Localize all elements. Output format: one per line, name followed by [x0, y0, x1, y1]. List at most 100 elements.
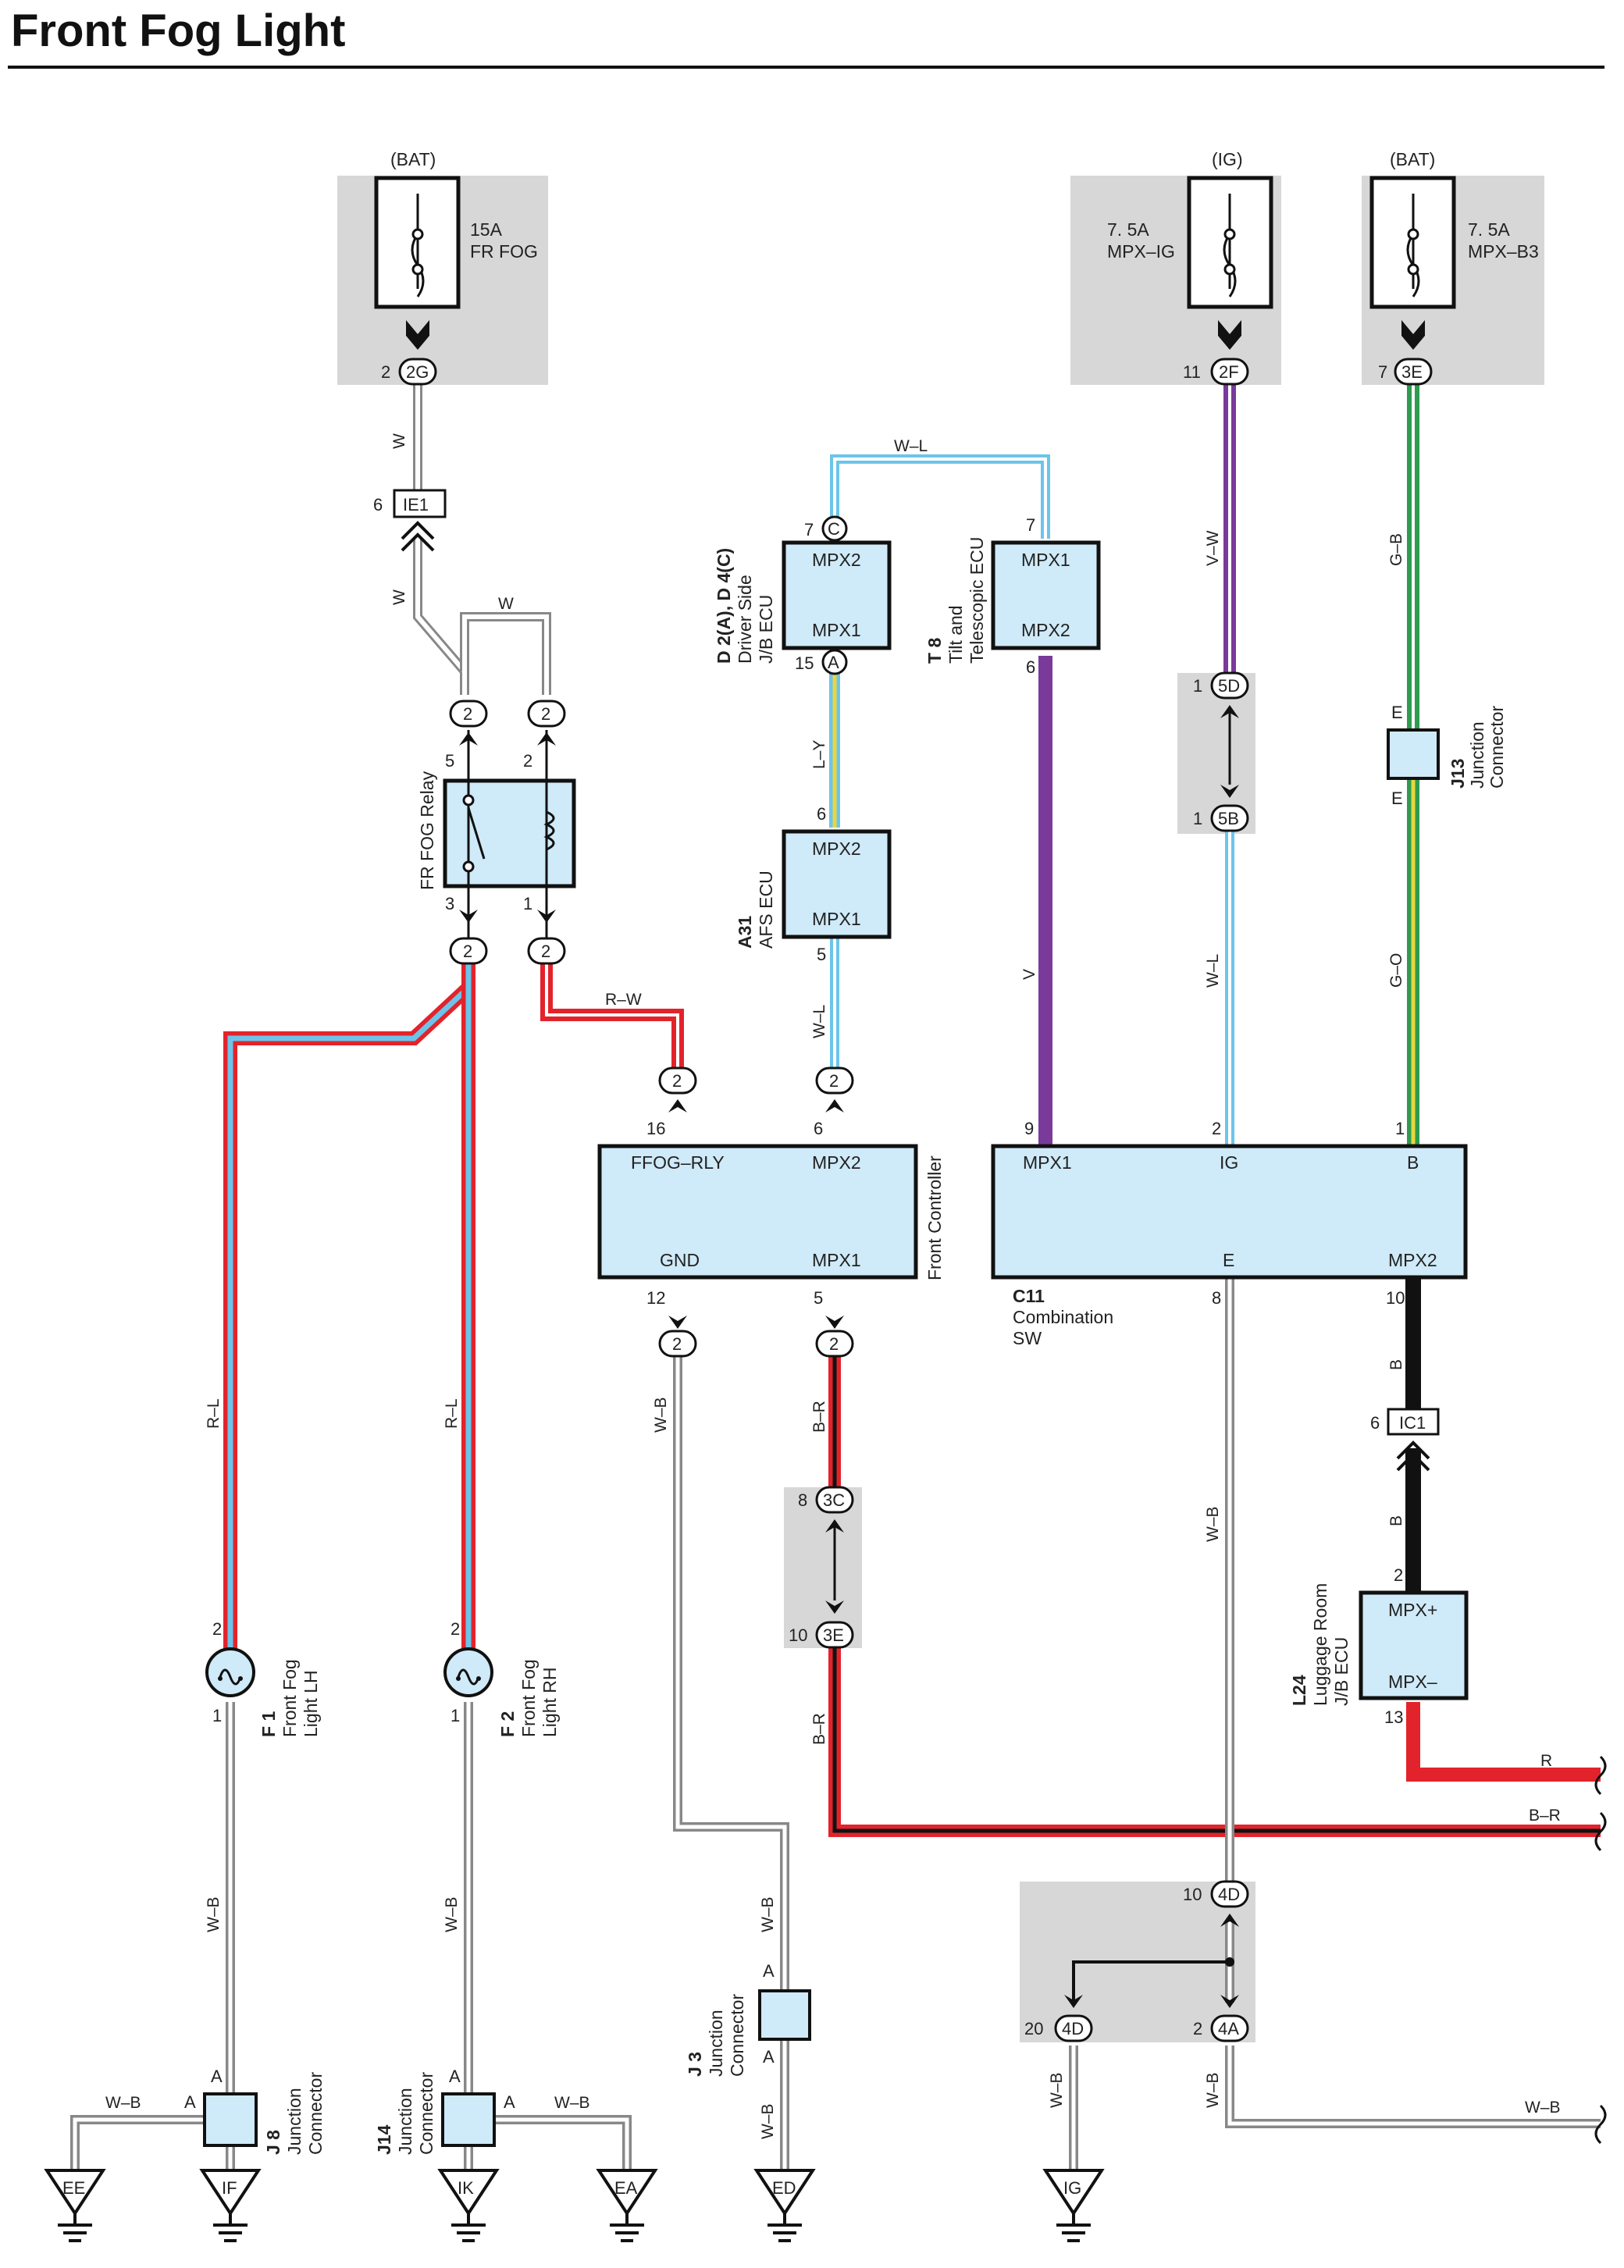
s4d-bot-pin: 20: [1024, 2019, 1043, 2038]
c11-num-9: 9: [1024, 1119, 1034, 1138]
wire-label-r-l-2: R–L: [443, 1398, 461, 1429]
wire-label-b-r-3: B–R: [1529, 1807, 1561, 1825]
front-num-6: 6: [814, 1119, 823, 1138]
splice-4d-4a: [1054, 1880, 1249, 2042]
fuse-mpx-b3-conn: 3E: [1401, 362, 1423, 382]
front-pin-ffog-rly: FFOG–RLY: [631, 1152, 725, 1173]
wire-label-w-b-4: W–B: [554, 2094, 590, 2112]
j13-code: J13: [1448, 759, 1468, 789]
c11-name1: Combination: [1013, 1307, 1113, 1327]
c11-num-10: 10: [1386, 1288, 1405, 1308]
wire-label-w-b-9: W–B: [1048, 2072, 1066, 2108]
s5b-conn: 5B: [1218, 809, 1239, 828]
ecu-l24-box: [1359, 1590, 1469, 1700]
c11-pin-mpx1: MPX1: [1023, 1152, 1072, 1173]
wire-label-w-l-ig: W–L: [1204, 954, 1222, 988]
relay-conn-2: 2: [541, 704, 550, 724]
ecu-t8-name2: Telescopic ECU: [967, 537, 987, 664]
j14-pin-right: A: [504, 2092, 515, 2112]
j13-pin-top: E: [1391, 703, 1403, 722]
wire-w-b-lights-core: [73, 1702, 629, 2170]
wire-label-w-b-10: W–B: [1204, 2072, 1222, 2108]
wire-w-b-gnd: [673, 1355, 789, 2170]
front-num-12: 12: [646, 1288, 665, 1308]
j14-code: J14: [374, 2124, 394, 2155]
ecu-t8-pin-bot: 6: [1026, 657, 1035, 677]
j14-pin-top: A: [449, 2067, 461, 2086]
ic1-pin: 6: [1370, 1413, 1380, 1433]
wire-label-g-o: G–O: [1387, 953, 1405, 988]
wire-w-l-loop: [830, 454, 1050, 539]
j8-name2: Connector: [305, 2072, 326, 2155]
f1-pin-bot: 1: [212, 1706, 222, 1725]
ecu-d2-conn-top: [821, 515, 848, 542]
ecu-a31-code: A31: [735, 916, 755, 949]
junction-j3: [758, 1989, 811, 2041]
wire-r-l-f1: [223, 964, 475, 1651]
fuse-mpx-ig-pin: 11: [1183, 362, 1201, 382]
s4d-top-pin: 10: [1183, 1885, 1202, 1904]
ecu-a31-pin-top: 6: [817, 804, 826, 824]
c11-num-1: 1: [1395, 1119, 1405, 1138]
wire-label-w-b-6: W–B: [759, 1896, 777, 1932]
c11-pin-e: E: [1223, 1250, 1234, 1270]
j8-name1: Junction: [284, 2088, 304, 2155]
ecu-t8-code: T 8: [924, 638, 945, 664]
s4d-top-conn: 4D: [1218, 1885, 1240, 1904]
fuse-mpx-ig-conn: 2F: [1219, 362, 1239, 382]
c11-box: [991, 1144, 1468, 1280]
fog-light-f1: [205, 1647, 255, 1697]
j14-name1: Junction: [395, 2088, 415, 2155]
c11-pin-mpx2: MPX2: [1388, 1250, 1437, 1270]
relay-pin-5: 5: [445, 751, 454, 771]
wire-w: [413, 385, 551, 695]
wire-label-w-b-3: W–B: [105, 2094, 141, 2112]
ground-ed: ED: [772, 2178, 796, 2198]
relay-conn-1: 2: [463, 704, 472, 724]
c11-pin-b: B: [1407, 1152, 1419, 1173]
ecu-d2-bottom: MPX1: [812, 620, 861, 640]
s4d-bot-conn: 4D: [1062, 2019, 1084, 2038]
wire-label-b-2: B: [1387, 1515, 1405, 1526]
ecu-d2-pin-top: 7: [804, 520, 814, 539]
page-title: Front Fog Light: [11, 5, 346, 56]
front-conn-1: 2: [672, 1071, 682, 1091]
wire-label-w-b-11: W–B: [1525, 2099, 1561, 2117]
j13-name2: Connector: [1487, 706, 1507, 789]
wire-label-r: R: [1540, 1752, 1552, 1770]
wire-label-v-w: V–W: [1204, 530, 1222, 566]
ecu-t8-pin-top: 7: [1026, 515, 1035, 535]
j3-pin-top: A: [763, 1961, 775, 1981]
front-controller-box: [597, 1144, 918, 1280]
inline-connector-ic1: [1387, 1408, 1440, 1472]
front-num-5: 5: [814, 1288, 823, 1308]
wire-label-w-b-7: W–B: [759, 2103, 777, 2139]
ie1-name: IE1: [403, 495, 429, 514]
ecu-a31-pin-bot: 5: [817, 945, 826, 964]
f1-code: F 1: [258, 1711, 279, 1737]
ie1-pin: 6: [373, 495, 383, 514]
wire-label-g-b: G–B: [1387, 533, 1405, 566]
ecu-a31-name1: AFS ECU: [756, 871, 776, 949]
ecu-d2-name1: Driver Side: [735, 575, 755, 664]
fuse-mpx-b3-source: (BAT): [1390, 149, 1435, 169]
wire-label-w-b-8: W–B: [1204, 1506, 1222, 1542]
fuse-fr-fog-source: (BAT): [390, 149, 436, 169]
ecu-d2-pin-bot: 15: [795, 653, 814, 673]
front-pin-mpx1: MPX1: [812, 1250, 861, 1270]
ground-ik: IK: [458, 2178, 474, 2198]
fog-light-f2: [443, 1647, 493, 1697]
ecu-l24-pin-bot: 13: [1384, 1707, 1403, 1727]
wire-label-w-b-2: W–B: [443, 1896, 461, 1932]
wire-label-r-w: R–W: [605, 991, 642, 1009]
j14-name2: Connector: [416, 2072, 436, 2155]
ground-ee: EE: [62, 2178, 85, 2198]
s4a-pin: 2: [1193, 2019, 1202, 2038]
ground-ea: EA: [614, 2178, 638, 2198]
wire-label-w-b-5: W–B: [652, 1397, 670, 1433]
ecu-d2-top: MPX2: [812, 550, 861, 570]
ecu-d2-code: D 2(A), D 4(C): [714, 548, 734, 664]
title-rule: [8, 66, 1604, 69]
front-conn-3: 2: [672, 1334, 682, 1354]
ecu-d2-name2: J/B ECU: [756, 595, 776, 664]
